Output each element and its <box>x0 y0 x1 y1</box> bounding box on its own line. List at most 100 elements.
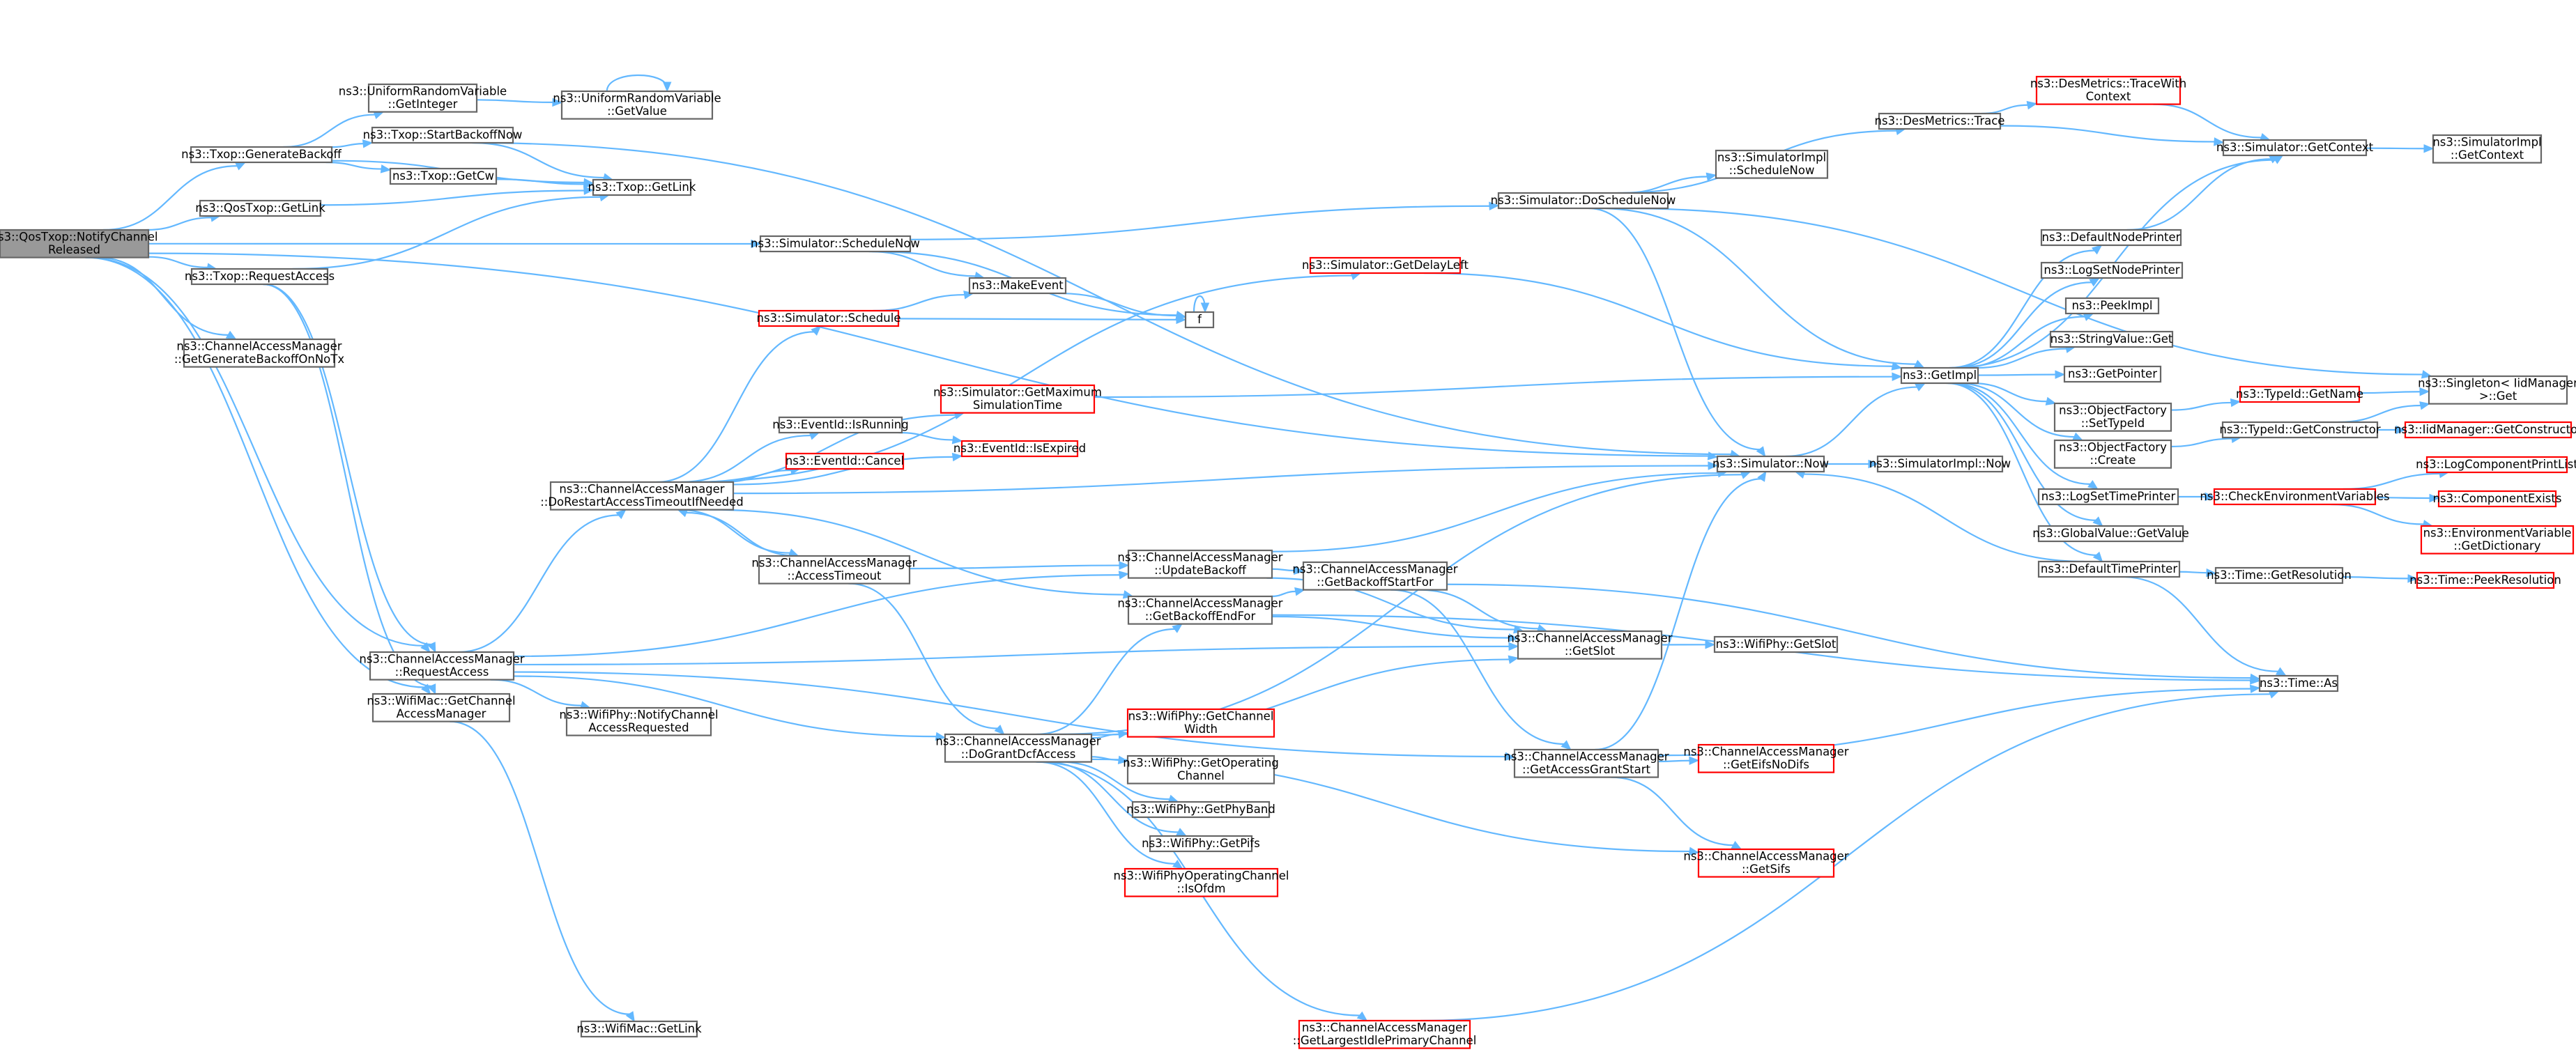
edge-f-f <box>1193 295 1210 314</box>
arrowhead-icon <box>1176 828 1188 837</box>
node-objFactSetTypeId[interactable]: ns3::ObjectFactory::SetTypeId <box>2053 402 2172 432</box>
node-label: >::Get <box>2479 389 2517 403</box>
node-strValGet[interactable]: ns3::StringValue::Get <box>2049 330 2174 348</box>
arrowhead-icon <box>1489 201 1500 211</box>
node-defNodePrinter[interactable]: ns3::DefaultNodePrinter <box>2040 229 2182 247</box>
node-box <box>1149 835 1253 853</box>
node-box <box>1309 256 1462 274</box>
node-phyGetSlot[interactable]: ns3::WifiPhy::GetSlot <box>1713 635 1839 653</box>
node-getPointer[interactable]: ns3::GetPointer <box>2063 365 2162 383</box>
arrowhead-icon <box>2230 398 2241 408</box>
node-label: ns3::EventId::IsRunning <box>772 418 908 431</box>
node-logCompPrintList[interactable]: ns3::LogComponentPrintList <box>2416 456 2576 474</box>
node-camGetSlot[interactable]: ns3::ChannelAccessManager::GetSlot <box>1507 630 1673 660</box>
node-wifiPhyNotify[interactable]: ns3::WifiPhy::NotifyChannelAccessRequest… <box>559 706 719 736</box>
node-camGetBackoffStart[interactable]: ns3::ChannelAccessManager::GetBackoffSta… <box>1292 561 1458 591</box>
node-globalValGet[interactable]: ns3::GlobalValue::GetValue <box>2032 525 2189 543</box>
node-camGetSifs[interactable]: ns3::ChannelAccessManager::GetSifs <box>1683 848 1849 878</box>
node-checkEnvVars[interactable]: ns3::CheckEnvironmentVariables <box>2200 488 2390 506</box>
node-camGetLargest[interactable]: ns3::ChannelAccessManager::GetLargestIdl… <box>1293 1019 1477 1049</box>
edge-line <box>1059 761 1170 800</box>
node-typeIdGetName[interactable]: ns3::TypeId::GetName <box>2236 385 2363 403</box>
node-timePeekRes[interactable]: ns3::Time::PeekResolution <box>2409 571 2561 589</box>
node-camGetEifs[interactable]: ns3::ChannelAccessManager::GetEifsNoDifs <box>1683 743 1849 773</box>
edge-line <box>1423 272 1894 367</box>
node-label: ns3::Time::As <box>2260 676 2338 690</box>
node-camRequestAccess[interactable]: ns3::ChannelAccessManager::RequestAccess <box>359 651 525 681</box>
node-qosGetLink[interactable]: ns3::QosTxop::GetLink <box>195 199 325 217</box>
node-simGetDelayLeft[interactable]: ns3::Simulator::GetDelayLeft <box>1302 256 1469 274</box>
node-camAccessTimeout[interactable]: ns3::ChannelAccessManager::AccessTimeout <box>751 555 917 585</box>
edge-line <box>320 189 585 206</box>
node-desTrace[interactable]: ns3::DesMetrics::Trace <box>1875 112 2005 130</box>
edge-evIsRunning-evIsExpired <box>898 431 963 444</box>
node-typeIdGetCtor[interactable]: ns3::TypeId::GetConstructor <box>2219 421 2381 439</box>
node-phyGetBand[interactable]: ns3::WifiPhy::GetPhyBand <box>1126 800 1275 819</box>
node-label: Width <box>1184 722 1218 736</box>
node-label: ns3::WifiPhy::GetOperating <box>1123 757 1279 770</box>
edge-camGetBackoffStart-timeAs <box>1446 583 2261 683</box>
node-uniGetInt[interactable]: ns3::UniformRandomVariable::GetInteger <box>339 83 507 113</box>
node-timeAs[interactable]: ns3::Time::As <box>2258 674 2339 693</box>
edge-getImpl-logSetNodePrinter <box>1952 277 2101 369</box>
node-simImplGetContext[interactable]: ns3::SimulatorImpl::GetContext <box>2432 134 2543 164</box>
node-peekImpl[interactable]: ns3::PeekImpl <box>2064 297 2160 315</box>
node-camDoRestart[interactable]: ns3::ChannelAccessManager::DoRestartAcce… <box>540 481 744 511</box>
node-label: ::GetBackoffStartFor <box>1317 575 1434 589</box>
node-opChanIsOfdm[interactable]: ns3::WifiPhyOperatingChannel::IsOfdm <box>1113 867 1289 897</box>
node-label: ns3::EventId::Cancel <box>785 454 904 467</box>
edge-line <box>2359 391 2421 394</box>
node-getImpl[interactable]: ns3::GetImpl <box>1900 366 1979 385</box>
arrowhead-icon <box>1561 740 1572 750</box>
node-defTimePrinter[interactable]: ns3::DefaultTimePrinter <box>2037 560 2181 578</box>
node-logSetTimePrinter[interactable]: ns3::LogSetTimePrinter <box>2037 488 2179 506</box>
node-singletonGet[interactable]: ns3::Singleton< IidManager>::Get <box>2418 375 2576 405</box>
node-txopGenBackoff[interactable]: ns3::Txop::GenerateBackoff <box>181 146 342 164</box>
node-evIsRunning[interactable]: ns3::EventId::IsRunning <box>772 416 909 434</box>
node-txopReqAccess[interactable]: ns3::Txop::RequestAccess <box>185 268 335 286</box>
node-camGetBackoffEnd[interactable]: ns3::ChannelAccessManager::GetBackoffEnd… <box>1117 595 1283 625</box>
node-compExists[interactable]: ns3::ComponentExists <box>2433 490 2562 508</box>
node-txopGetLink[interactable]: ns3::Txop::GetLink <box>588 178 696 196</box>
node-camGetAccessGrant[interactable]: ns3::ChannelAccessManager::GetAccessGran… <box>1503 748 1669 778</box>
node-objFactCreate[interactable]: ns3::ObjectFactory::Create <box>2053 439 2172 469</box>
node-txopStartBackoff[interactable]: ns3::Txop::StartBackoffNow <box>363 126 523 144</box>
node-evCancel[interactable]: ns3::EventId::Cancel <box>785 452 904 470</box>
node-f[interactable]: f <box>1184 311 1215 329</box>
node-makeEvent[interactable]: ns3::MakeEvent <box>968 277 1067 295</box>
node-evIsExpired[interactable]: ns3::EventId::IsExpired <box>953 440 1086 458</box>
node-box <box>1298 1019 1471 1049</box>
edge-camRequestAccess-camUpdateBackoff <box>513 571 1130 658</box>
node-wifiMacGetLink[interactable]: ns3::WifiMac::GetLink <box>576 1020 702 1038</box>
node-simSchedule[interactable]: ns3::Simulator::Schedule <box>757 309 901 327</box>
node-label: ns3::EnvironmentVariable <box>2423 527 2572 540</box>
node-phyGetPifs[interactable]: ns3::WifiPhy::GetPifs <box>1142 835 1260 853</box>
node-camDoGrant[interactable]: ns3::ChannelAccessManager::DoGrantDcfAcc… <box>935 733 1101 763</box>
node-camGetGenBackoff[interactable]: ns3::ChannelAccessManager::GetGenerateBa… <box>174 338 344 368</box>
node-simImplNow[interactable]: ns3::SimulatorImpl::Now <box>1869 455 2011 473</box>
node-label: AccessRequested <box>588 721 689 734</box>
edge-line <box>1420 693 2271 1022</box>
node-simGetContext[interactable]: ns3::Simulator::GetContext <box>2216 139 2374 157</box>
node-camUpdateBackoff[interactable]: ns3::ChannelAccessManager::UpdateBackoff <box>1117 549 1283 579</box>
node-label: f <box>1197 313 1202 326</box>
node-simDoScheduleNow[interactable]: ns3::Simulator::DoScheduleNow <box>1491 192 1676 210</box>
node-label: ns3::ChannelAccessManager <box>1683 745 1848 759</box>
node-idMgrGetCtor[interactable]: ns3::IidManager::GetConstructor <box>2394 421 2576 439</box>
node-uniGetVal[interactable]: ns3::UniformRandomVariable::GetValue <box>553 90 721 120</box>
node-txopGetCw[interactable]: ns3::Txop::GetCw <box>389 167 498 185</box>
node-simScheduleNow[interactable]: ns3::Simulator::ScheduleNow <box>751 235 920 253</box>
node-simImplScheduleNow[interactable]: ns3::SimulatorImpl::ScheduleNow <box>1715 149 1829 179</box>
node-timeGetRes[interactable]: ns3::Time::GetResolution <box>2207 566 2352 585</box>
node-envVarGetDict[interactable]: ns3::EnvironmentVariable::GetDictionary <box>2420 525 2575 555</box>
edge-wifiMacGetCam-wifiMacGetLink <box>450 720 635 1023</box>
node-simNow[interactable]: ns3::Simulator::Now <box>1712 455 1829 473</box>
arrowhead-icon <box>1119 561 1130 570</box>
node-logSetNodePrinter[interactable]: ns3::LogSetNodePrinter <box>2040 261 2184 279</box>
